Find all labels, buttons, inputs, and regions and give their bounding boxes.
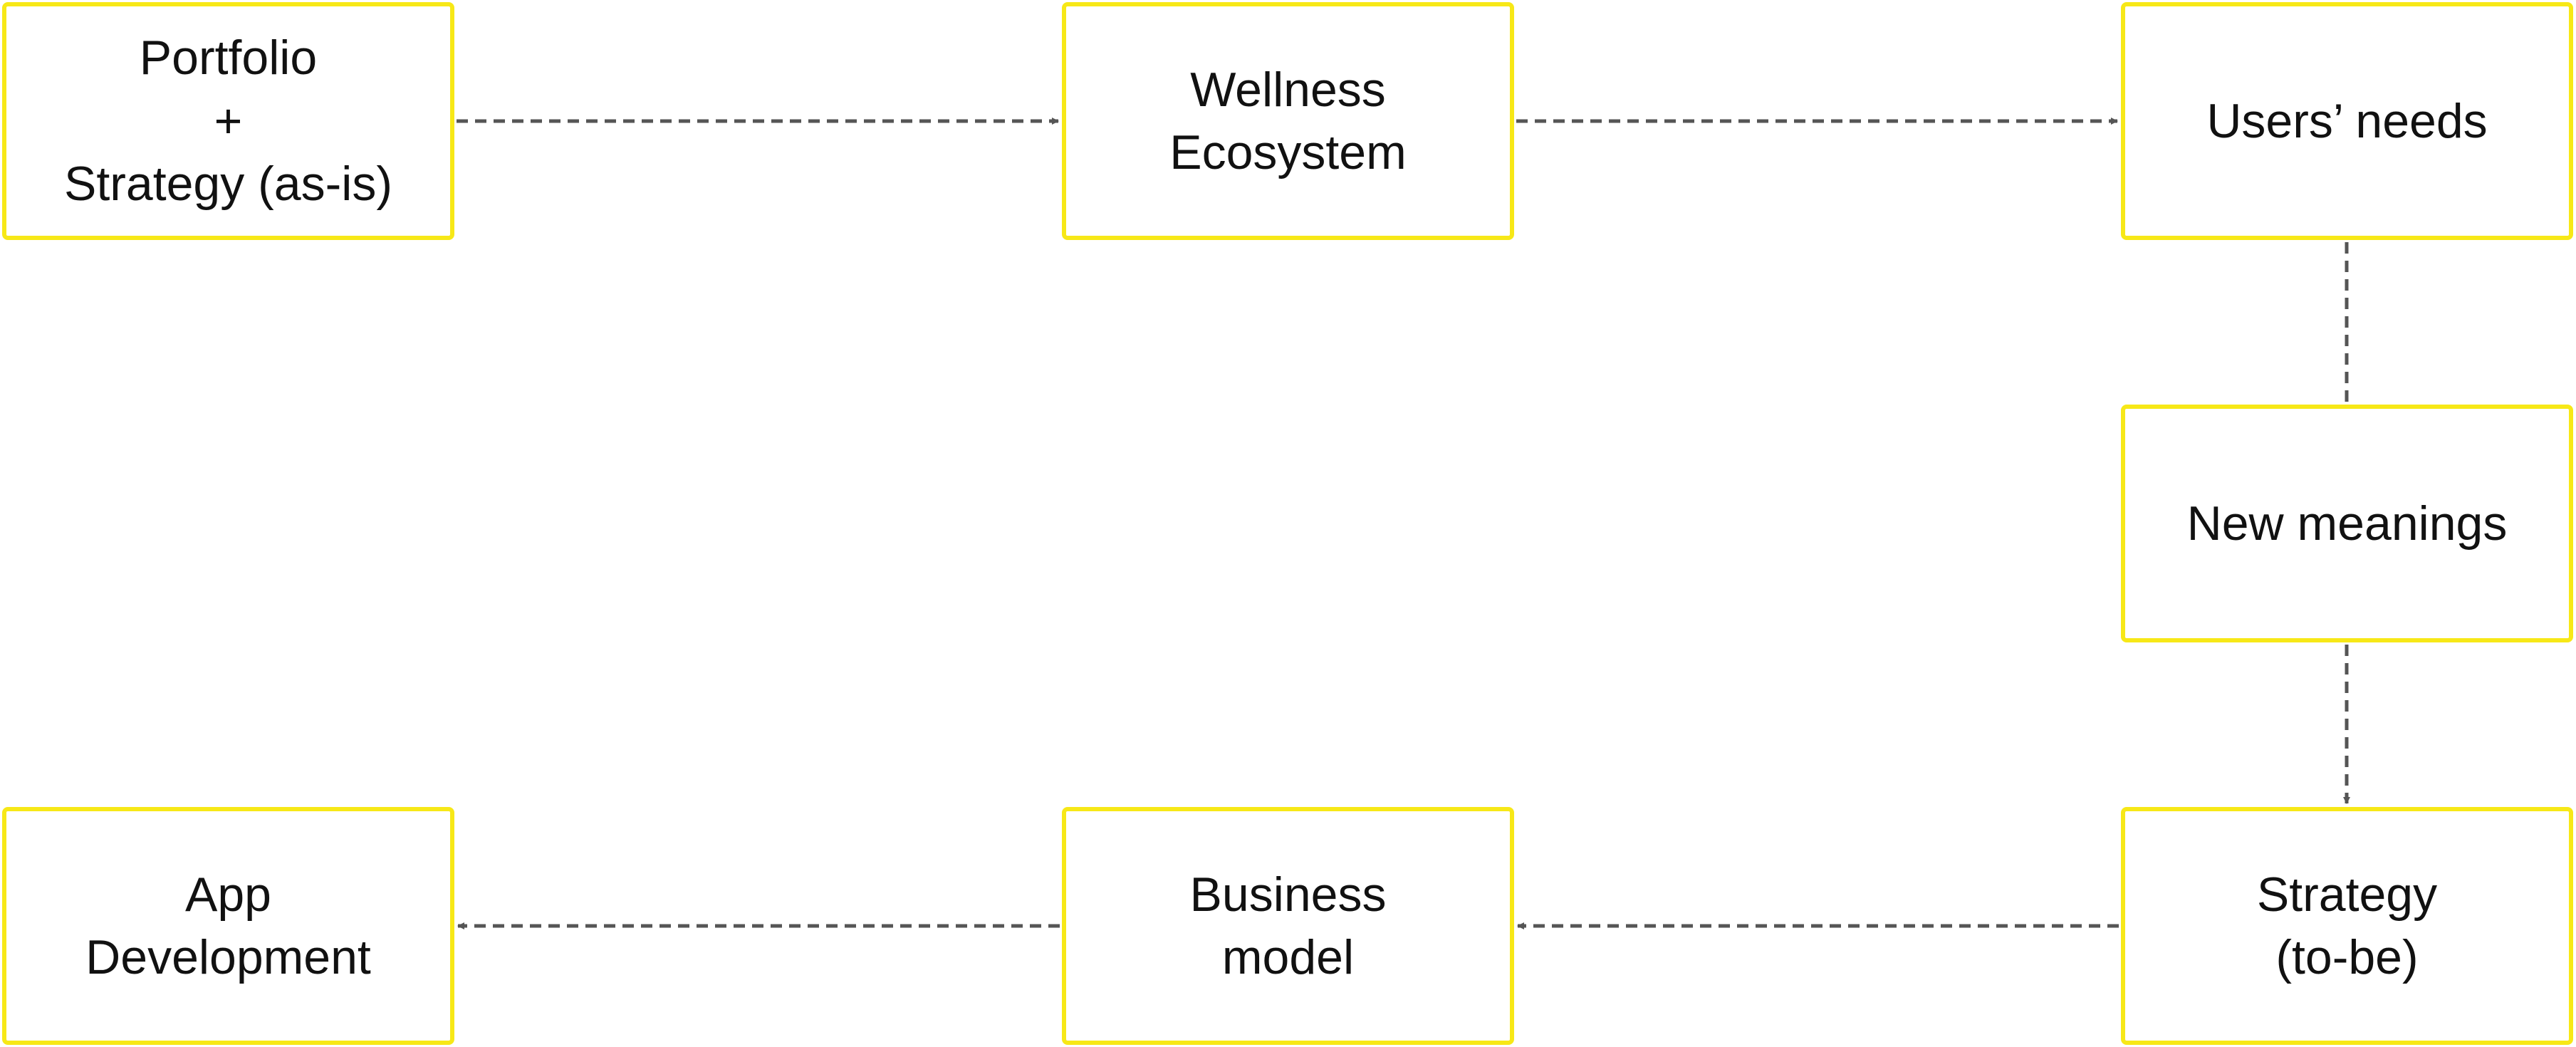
node-new-meanings: New meanings	[2121, 405, 2573, 642]
node-business-model: Business model	[1062, 807, 1514, 1045]
node-portfolio-strategy-as-is: Portfolio + Strategy (as-is)	[2, 2, 454, 240]
node-label: Users’ needs	[2206, 93, 2488, 148]
node-label: Wellness Ecosystem	[1169, 62, 1407, 179]
node-strategy-to-be: Strategy (to-be)	[2121, 807, 2573, 1045]
node-label: App Development	[85, 867, 371, 984]
node-label: Portfolio + Strategy (as-is)	[64, 31, 392, 212]
node-users-needs: Users’ needs	[2121, 2, 2573, 240]
node-label: Strategy (to-be)	[2256, 867, 2438, 984]
node-app-development: App Development	[2, 807, 454, 1045]
node-label: New meanings	[2186, 496, 2508, 551]
node-label: Business model	[1189, 867, 1387, 984]
node-wellness-ecosystem: Wellness Ecosystem	[1062, 2, 1514, 240]
